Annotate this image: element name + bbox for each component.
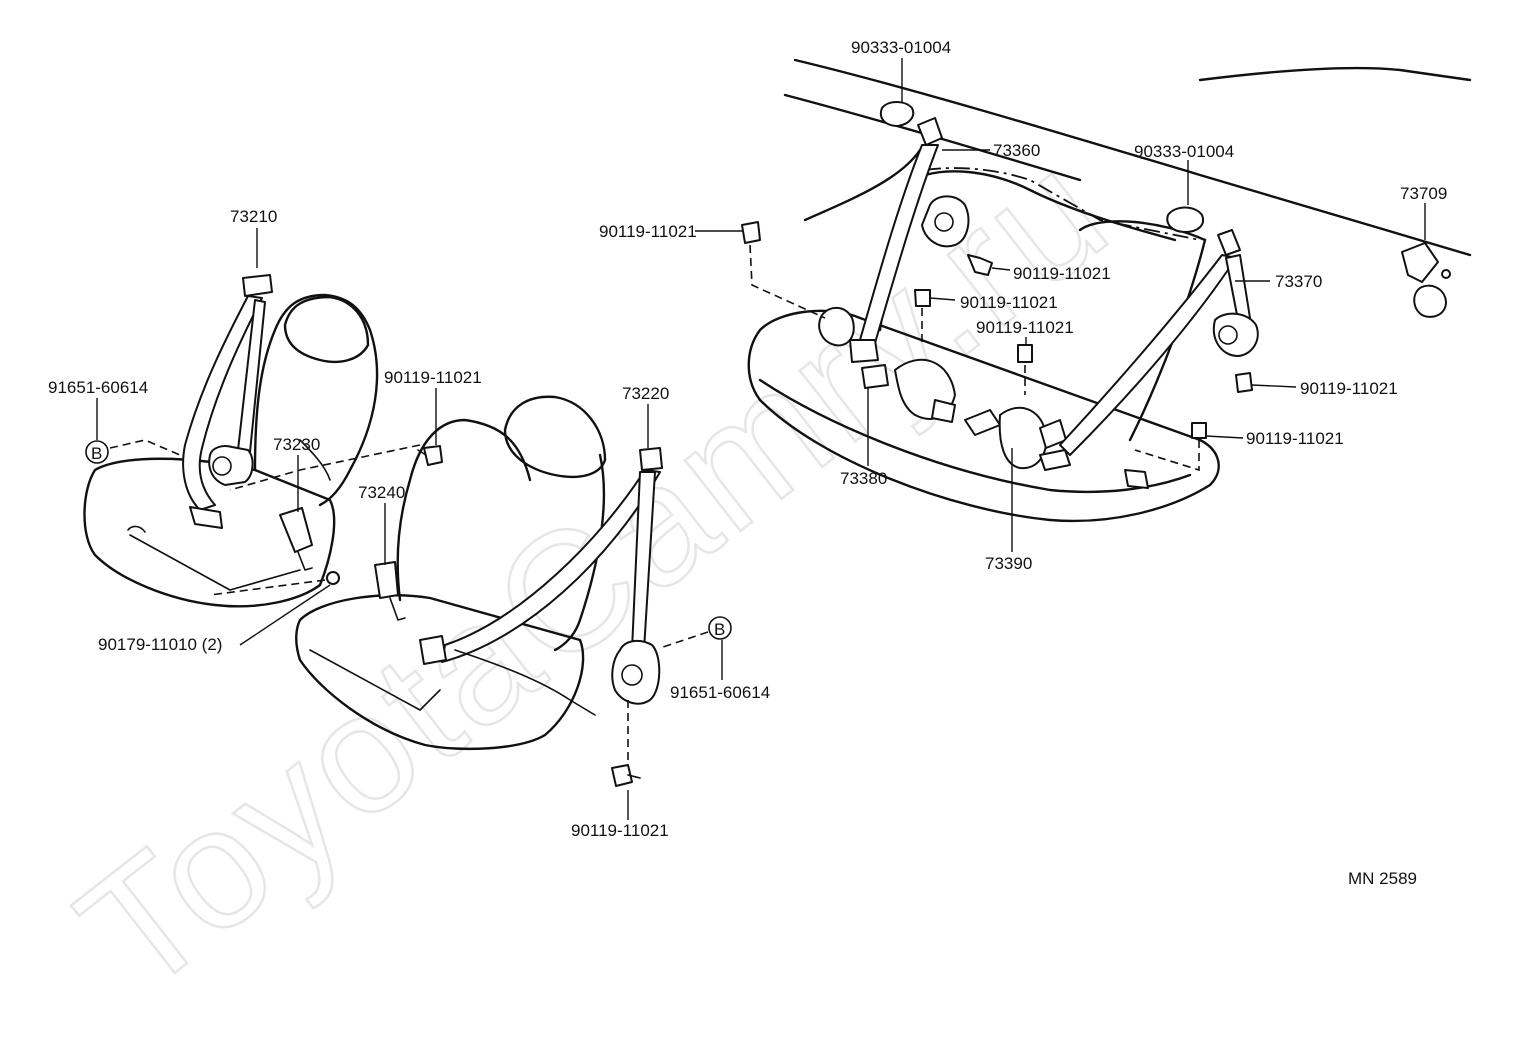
dashed-line-bolt-c: [749, 244, 826, 319]
label-73210: 73210: [230, 207, 277, 226]
label-73709: 73709: [1400, 184, 1447, 203]
dashed-line-bolt-h: [1134, 440, 1200, 472]
bolt-90119-g: [1235, 372, 1253, 393]
part-labels: 73210 91651-60614 90119-11021 73230 7324…: [48, 38, 1447, 840]
label-90179-11010: 90179-11010 (2): [98, 635, 222, 654]
part-73230-buckle: [279, 507, 340, 585]
part-73220-front-belt-right: [419, 447, 663, 716]
bolt-90119-a: [417, 445, 443, 466]
label-73230: 73230: [273, 435, 320, 454]
label-90119-11021-b: 90119-11021: [571, 821, 669, 840]
cap-90333-mid: [1166, 206, 1204, 233]
label-90119-11021-g: 90119-11021: [1300, 379, 1398, 398]
dashed-line-b-left: [109, 439, 181, 456]
label-73220: 73220: [622, 384, 669, 403]
label-73380: 73380: [840, 469, 887, 488]
part-73709-cover: [1401, 242, 1451, 318]
bolt-90119-c: [741, 221, 761, 244]
part-73380-buckle: [861, 358, 956, 423]
bolt-90119-b: [611, 764, 641, 787]
drawing-code: MN 2589: [1348, 869, 1417, 888]
bolt-90119-f: [1017, 344, 1033, 363]
label-90119-11021-d: 90119-11021: [1013, 264, 1111, 283]
part-73240-buckle: [374, 561, 406, 621]
label-90333-01004-mid: 90333-01004: [1134, 142, 1234, 161]
part-73390-buckle: [964, 406, 1071, 471]
dashed-line-90179: [209, 579, 326, 596]
cap-90333-top: [879, 101, 915, 127]
label-73370: 73370: [1275, 272, 1322, 291]
label-91651-60614-right: 91651-60614: [670, 683, 770, 702]
label-91651-60614-left: 91651-60614: [48, 378, 148, 397]
ref-mark-b-left: B: [85, 440, 109, 464]
label-90119-11021-f: 90119-11021: [976, 318, 1074, 337]
label-90333-01004-top: 90333-01004: [851, 38, 951, 57]
label-73240: 73240: [358, 483, 405, 502]
part-73210-front-belt-left: [182, 274, 273, 529]
label-90119-11021-h: 90119-11021: [1246, 429, 1344, 448]
ref-mark-b-right: B: [708, 616, 732, 640]
dashed-line-b-right: [659, 631, 709, 649]
leader-lines: [96, 58, 1426, 820]
label-90119-11021-e: 90119-11021: [960, 293, 1058, 312]
label-90119-11021-a: 90119-11021: [384, 368, 482, 387]
part-73370-rear-belt-right: [1059, 229, 1259, 489]
front-seat-right-drawing: [295, 395, 607, 751]
label-90119-11021-c: 90119-11021: [599, 222, 697, 241]
svg-text:B: B: [714, 620, 725, 639]
label-73360: 73360: [993, 141, 1040, 160]
svg-text:B: B: [91, 444, 102, 463]
label-73390: 73390: [985, 554, 1032, 573]
bolt-90119-e: [914, 289, 931, 307]
part-73360-rear-belt-left: [818, 117, 970, 363]
dashed-line-bolt-a: [229, 444, 421, 491]
bolt-90119-d: [967, 254, 993, 276]
bolt-90119-h: [1191, 422, 1207, 439]
